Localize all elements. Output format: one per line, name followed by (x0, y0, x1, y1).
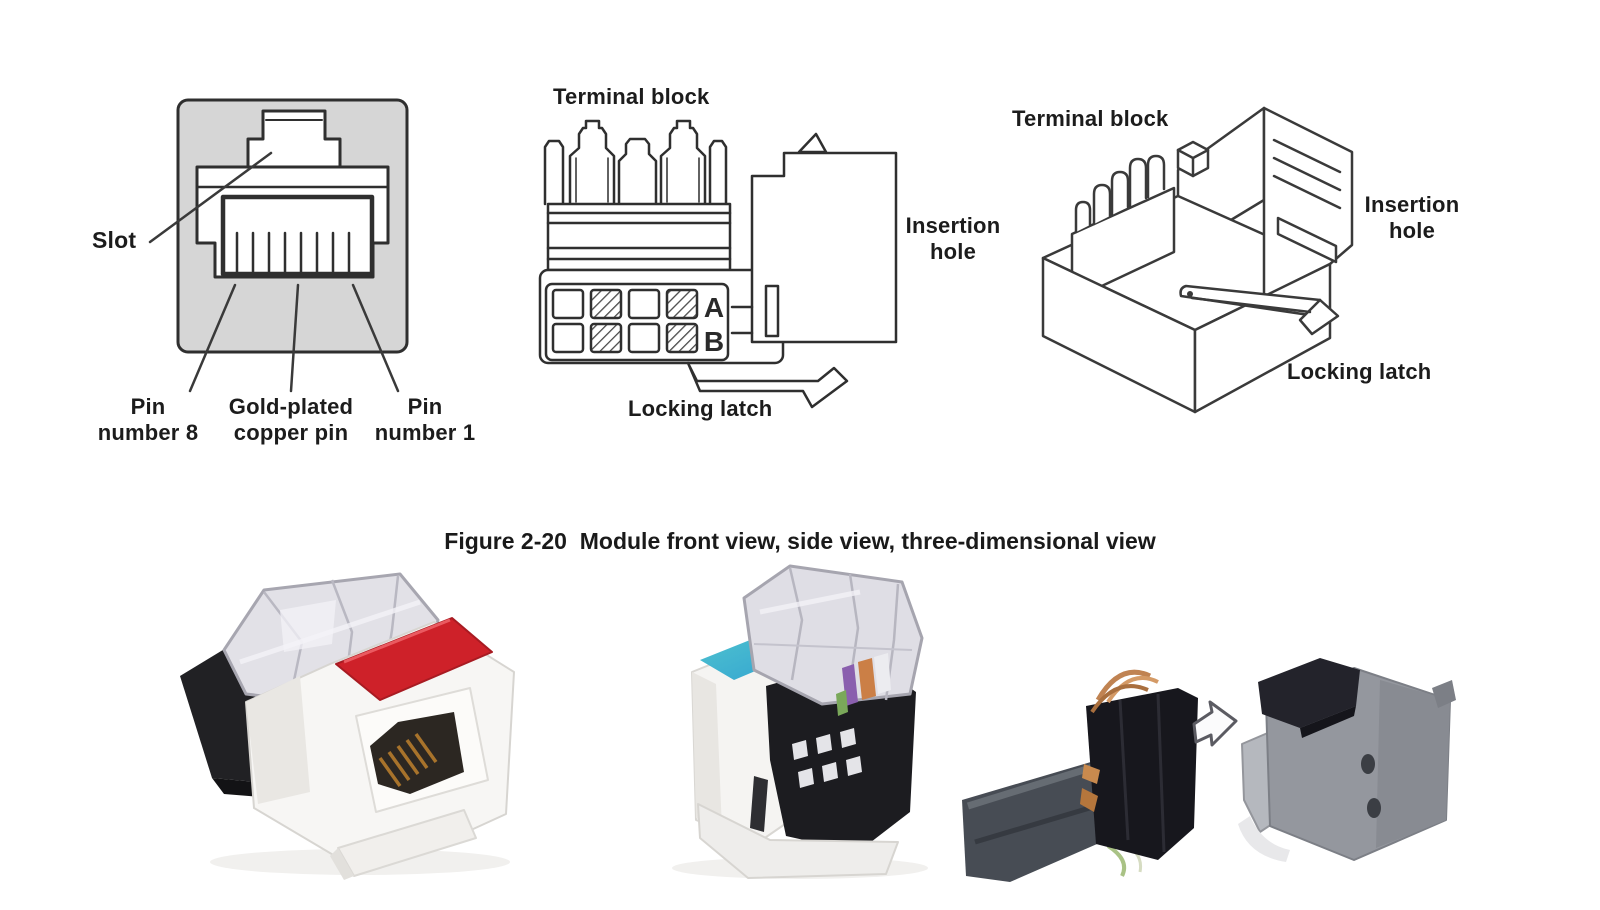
3d-terminal-teeth (1074, 154, 1166, 234)
right-module-top-cap (1258, 658, 1360, 728)
side-hook (797, 132, 828, 154)
3d-top-cube (1176, 140, 1210, 178)
wiring-row-b-label: B (704, 326, 724, 357)
right-copper-wires (1080, 669, 1159, 812)
middle-white-base (697, 803, 899, 879)
front-view-drawing (148, 98, 409, 393)
photo-right-module (962, 658, 1456, 882)
photo-middle-module (672, 564, 928, 879)
side-insertion-plate (750, 151, 898, 344)
side-locking-latch (686, 361, 849, 409)
front-view-pin1-label: Pin number 1 (374, 394, 476, 445)
insert-direction-arrow-icon (1192, 700, 1238, 747)
three-d-insertion-hole-label: Insertion hole (1364, 192, 1460, 243)
figure-caption: Figure 2-20 Module front view, side view… (444, 528, 1156, 554)
front-view-pin8-label: Pin number 8 (97, 394, 199, 445)
3d-locking-latch (1179, 284, 1340, 336)
wiring-row-a-label: A (704, 292, 724, 323)
photo-left-module (180, 572, 515, 880)
middle-wire-colors (836, 653, 891, 716)
side-view-locking-latch-label: Locking latch (628, 396, 773, 421)
side-view-insertion-hole-label: Insertion hole (905, 213, 1001, 264)
side-view-drawing: A B (538, 119, 898, 409)
3d-insertion-stairs (1272, 138, 1342, 264)
3d-insertion-face (1262, 106, 1354, 299)
middle-terminal-slots (792, 728, 862, 788)
front-view-gold-pin-label: Gold-plated copper pin (228, 394, 354, 445)
front-leader-lines (148, 151, 400, 393)
front-copper-pins (235, 231, 351, 274)
front-jack-opening (220, 194, 375, 277)
side-terminal-towers (543, 119, 728, 206)
side-wiring-grid (551, 288, 699, 354)
three-d-terminal-block-label: Terminal block (1012, 106, 1169, 131)
front-view-slot-label: Slot (92, 227, 137, 253)
middle-black-terminal (766, 674, 916, 852)
three-d-locking-latch-label: Locking latch (1287, 359, 1432, 384)
left-gold-pins (378, 732, 438, 788)
three-d-view-drawing (1041, 106, 1354, 414)
right-wire-cap (1086, 688, 1198, 860)
side-view-terminal-block-label: Terminal block (553, 84, 710, 109)
